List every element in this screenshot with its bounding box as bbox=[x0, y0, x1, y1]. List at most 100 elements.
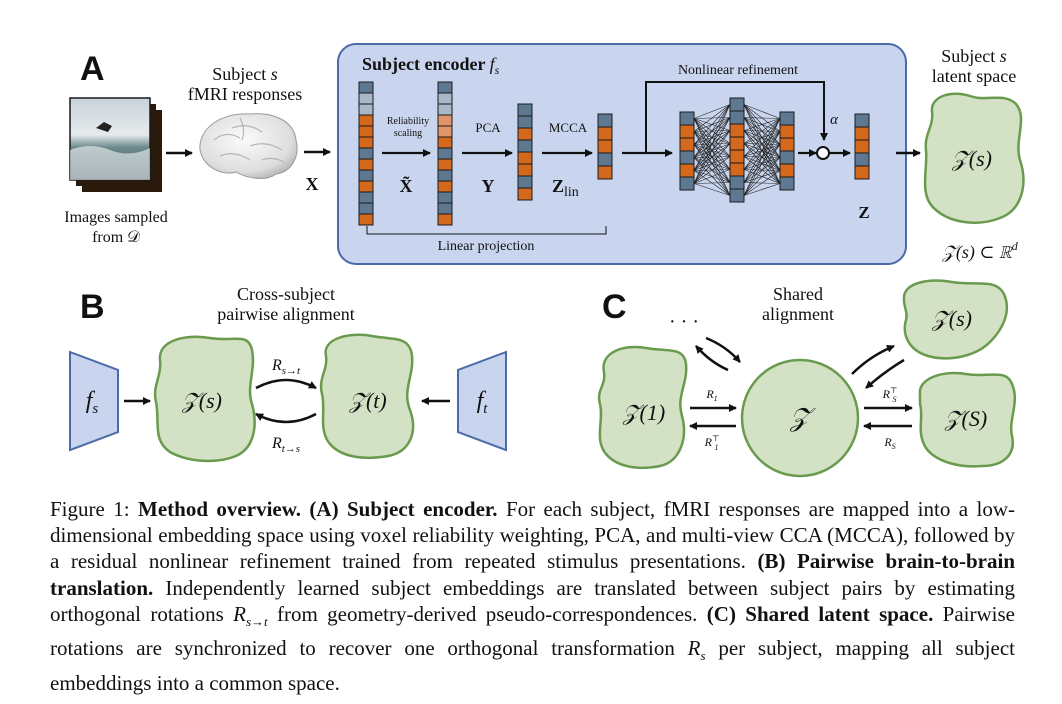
mlp-edge bbox=[693, 143, 731, 184]
images-label-line2: from 𝒟 bbox=[92, 229, 140, 246]
mlp-edge bbox=[693, 156, 731, 184]
vector-cell bbox=[437, 202, 453, 215]
vector-cell bbox=[437, 213, 453, 226]
linear-projection-bracket bbox=[366, 226, 607, 235]
caption-c-head: (C) Shared latent space. bbox=[706, 601, 934, 626]
latent-blob-zS bbox=[918, 371, 1017, 468]
panel-b-title-line2: pairwise alignment bbox=[217, 304, 354, 324]
vector-cell bbox=[358, 114, 374, 127]
vector-cell bbox=[517, 187, 533, 201]
vector-cell bbox=[517, 127, 533, 141]
shared-sync-arrow-top-in bbox=[705, 336, 741, 363]
vector-cell bbox=[358, 147, 374, 160]
vector-cell bbox=[358, 125, 374, 138]
residual-sum-node bbox=[816, 146, 830, 160]
mlp-edge bbox=[743, 170, 781, 196]
caption-b-head: (B) Pairwise brain-to-brain translation. bbox=[50, 549, 1016, 600]
mlp-edge bbox=[693, 104, 731, 119]
vector-cell bbox=[729, 136, 745, 151]
mlp-edge bbox=[743, 118, 781, 144]
mlp-edge bbox=[693, 104, 731, 145]
rst-label: R⊤S bbox=[882, 386, 898, 404]
vector-cell bbox=[854, 126, 870, 141]
column-x-tilde bbox=[437, 81, 453, 226]
vector-cell bbox=[679, 111, 695, 126]
r-t-to-s-label: Rt→s bbox=[271, 435, 300, 455]
mlp-edge bbox=[693, 104, 731, 184]
panel-c-letter: C bbox=[602, 288, 627, 326]
mcca-label: MCCA bbox=[549, 120, 588, 135]
zs-label-c: 𝒵(s) bbox=[931, 306, 972, 331]
vector-cell bbox=[517, 115, 533, 129]
brain-icon bbox=[199, 113, 298, 179]
vector-cell bbox=[679, 163, 695, 178]
encoder-fs-trapezoid bbox=[69, 350, 119, 452]
mlp-edge bbox=[693, 117, 731, 184]
vector-cell bbox=[437, 180, 453, 193]
mlp-edge bbox=[743, 118, 781, 183]
y-label: Y bbox=[482, 176, 495, 196]
mlp-edge bbox=[743, 117, 781, 119]
vector-cell bbox=[358, 191, 374, 204]
mlp-edge bbox=[743, 104, 781, 119]
nonlinear-label: Nonlinear refinement bbox=[678, 63, 798, 78]
zS-label: 𝒵(S) bbox=[944, 406, 987, 431]
rotation-arrow-t-to-s bbox=[255, 412, 317, 424]
mlp-edge bbox=[743, 183, 781, 196]
mlp-edge bbox=[743, 131, 781, 196]
latent-blob-zs bbox=[153, 335, 256, 463]
vector-cell bbox=[517, 163, 533, 177]
vector-cell bbox=[517, 175, 533, 189]
mlp-layer-2 bbox=[729, 97, 745, 203]
vector-cell bbox=[854, 113, 870, 128]
vector-cell bbox=[358, 136, 374, 149]
vector-cell bbox=[597, 113, 613, 128]
r1-label: R1 bbox=[705, 387, 717, 403]
z1-label: 𝒵(1) bbox=[622, 400, 665, 425]
vector-cell bbox=[729, 175, 745, 190]
vector-cell bbox=[729, 97, 745, 112]
vector-cell bbox=[358, 103, 374, 116]
reliability-label-line1: Reliability bbox=[387, 116, 429, 127]
shared-sync-arrow-top-out bbox=[695, 345, 729, 372]
fmri-label: fMRI responses bbox=[188, 84, 303, 104]
vector-cell bbox=[437, 136, 453, 149]
vector-cell bbox=[437, 103, 453, 116]
x-label: X bbox=[306, 174, 319, 194]
caption-c-math: Rs bbox=[687, 636, 706, 664]
caption-b-text1: Independently learned subject embeddings… bbox=[50, 575, 1015, 626]
vector-cell bbox=[779, 163, 795, 178]
residual-skip-arrow bbox=[645, 81, 828, 153]
panel-c-title-line2: alignment bbox=[762, 304, 834, 324]
latent-blob-zt bbox=[319, 333, 415, 460]
ft-label: ft bbox=[477, 388, 489, 417]
vector-cell bbox=[679, 176, 695, 191]
vector-cell bbox=[437, 158, 453, 171]
caption-b-math: Rs→t bbox=[233, 601, 268, 629]
z-label: Z bbox=[858, 203, 869, 222]
figure-caption: Figure 1: Method overview. (A) Subject e… bbox=[50, 496, 1015, 696]
vector-cell bbox=[437, 169, 453, 182]
x-tilde-label: X̃ bbox=[400, 176, 413, 196]
vector-cell bbox=[729, 110, 745, 125]
encoder-title: Subject encoder fs bbox=[362, 54, 500, 77]
vector-cell bbox=[679, 150, 695, 165]
vector-cell bbox=[779, 111, 795, 126]
panel-b-title-line1: Cross-subject bbox=[237, 284, 335, 304]
mlp-edge bbox=[693, 183, 731, 196]
r1t-label: R⊤1 bbox=[704, 434, 720, 452]
vector-cell bbox=[437, 125, 453, 138]
vector-cell bbox=[779, 150, 795, 165]
vector-cell bbox=[854, 139, 870, 154]
caption-c-text2: per subject, mapping all subject embeddi… bbox=[50, 636, 1015, 695]
caption-title: Method overview. bbox=[138, 497, 301, 521]
mlp-edge bbox=[693, 104, 731, 132]
rotation-arrow-s-to-t bbox=[255, 378, 317, 390]
mlp-edge bbox=[743, 118, 781, 196]
vector-cell bbox=[729, 149, 745, 164]
latent-blob-z1 bbox=[597, 345, 688, 470]
vector-cell bbox=[358, 180, 374, 193]
method-overview-figure: A Images sampled from 𝒟 Subject s fMRI r… bbox=[64, 43, 1025, 478]
vector-cell bbox=[854, 152, 870, 167]
latent-space-blob-a bbox=[923, 92, 1025, 224]
